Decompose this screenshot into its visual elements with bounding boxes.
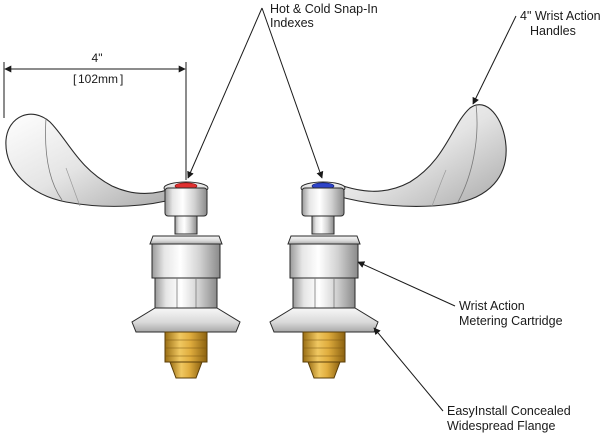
hot-brass-body: [164, 331, 208, 363]
callout-handles: 4" Wrist Action Handles: [472, 9, 601, 105]
callout-flange: EasyInstall Concealed Widespread Flange: [373, 327, 571, 433]
svg-text:Wrist Action: Wrist Action: [459, 299, 525, 313]
leader-handles: [472, 15, 517, 105]
callout-indexes: Hot & Cold Snap-In Indexes: [187, 2, 378, 179]
dimension-metric-close: ]: [120, 72, 123, 86]
cold-hub: [301, 187, 345, 217]
hot-flange: [131, 307, 241, 333]
cold-hex-nut: [292, 277, 356, 309]
callout-handles-line1: 4" Wrist Action: [520, 9, 601, 23]
hot-lever-handle: [5, 113, 179, 207]
leader-cold-index: [261, 7, 324, 179]
cold-brass-tip: [307, 361, 341, 379]
hot-lever-facet: [45, 117, 63, 201]
callout-handles-line2: Handles: [530, 24, 576, 38]
hot-valve: [5, 113, 241, 379]
callout-flange-line1: EasyInstall Concealed: [447, 404, 571, 418]
callout-indexes-line2: Indexes: [270, 16, 314, 30]
cold-brass-body: [302, 331, 346, 363]
hot-lever-facet-2: [65, 167, 81, 207]
leader-flange: [373, 327, 444, 412]
cold-valve: [269, 103, 507, 379]
svg-text:Indexes: Indexes: [270, 16, 314, 30]
callout-cartridge-line1: Wrist Action: [459, 299, 525, 313]
callout-cartridge: Wrist Action Metering Cartridge: [357, 261, 563, 328]
svg-text:EasyInstall Concealed: EasyInstall Concealed: [447, 404, 571, 418]
cold-bonnet-top: [287, 235, 361, 245]
cold-lever-handle: [336, 104, 507, 207]
cold-lever-facet-2: [431, 169, 447, 207]
cold-lever-facet: [457, 103, 478, 203]
cold-stem-neck: [311, 215, 335, 235]
hot-hub: [164, 187, 208, 217]
callout-flange-line2: Widespread Flange: [447, 419, 555, 433]
dimension-metric: 102mm: [78, 72, 118, 86]
svg-text:Widespread Flange: Widespread Flange: [447, 419, 555, 433]
leader-cartridge: [357, 261, 456, 307]
callout-cartridge-line2: Metering Cartridge: [459, 314, 563, 328]
hot-bonnet-top: [149, 235, 223, 245]
hot-hex-nut: [154, 277, 218, 309]
svg-text:4" Wrist Action: 4" Wrist Action: [520, 9, 601, 23]
cold-flange: [269, 307, 379, 333]
dimension-metric-open: [: [73, 72, 77, 86]
svg-text:Hot & Cold Snap-In: Hot & Cold Snap-In: [270, 2, 378, 16]
callout-indexes-line1: Hot & Cold Snap-In: [270, 2, 378, 16]
hot-stem-neck: [174, 215, 198, 235]
svg-text:Metering Cartridge: Metering Cartridge: [459, 314, 563, 328]
hot-bonnet-body: [151, 243, 221, 279]
dimension-group: 4" [ 102mm ]: [3, 51, 187, 180]
cold-bonnet-body: [289, 243, 359, 279]
svg-text:Handles: Handles: [530, 24, 576, 38]
leader-hot-index: [187, 7, 263, 179]
dimension-imperial: 4": [92, 51, 103, 65]
hot-brass-tip: [169, 361, 203, 379]
